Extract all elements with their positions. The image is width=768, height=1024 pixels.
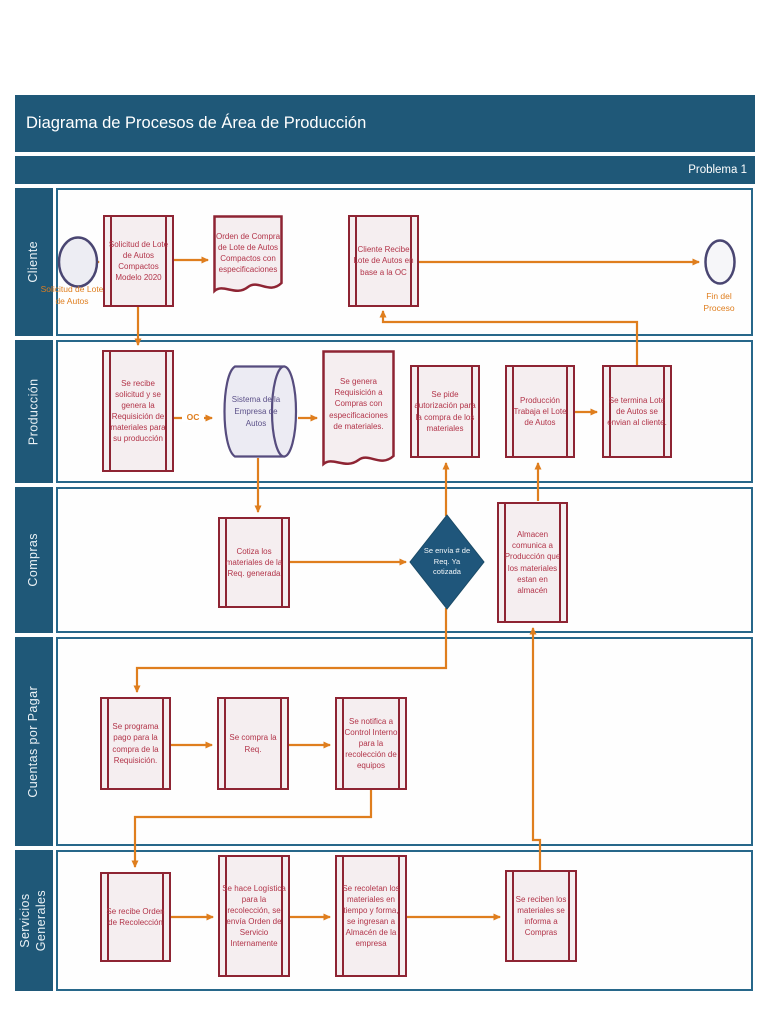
- lane-label-cuentas: Cuentas por Pagar: [26, 685, 41, 798]
- datastore-sistema-cylinder: Sistema de la Empresa de Autos: [218, 365, 298, 458]
- diagram-title: Diagrama de Procesos de Área de Producci…: [15, 95, 755, 152]
- task-solicitud-lote: Solicitud de Lote de Autos Compactos Mod…: [103, 215, 174, 307]
- task-compra-req: Se compra la Req.: [217, 697, 289, 790]
- lane-body-compras: [56, 487, 753, 633]
- lane-strip-cuentas: Cuentas por Pagar: [15, 637, 53, 846]
- lane-label-compras: Compras: [26, 533, 41, 587]
- lane-label-produccion: Producción: [26, 378, 41, 445]
- end-event-circle: [703, 238, 737, 286]
- task-produccion-trabaja: Producción Trabaja el Lote de Autos: [505, 365, 575, 458]
- task-recibe-solicitud: Se recibe solicitud y se genera la Requi…: [102, 350, 174, 472]
- task-cotiza-materiales: Cotiza los materiales de la Req. generad…: [218, 517, 290, 608]
- task-cliente-recibe: Cliente Recibe Lote de Autos en base a l…: [348, 215, 419, 307]
- task-reciben-materiales: Se reciben los materiales se informa a C…: [505, 870, 577, 962]
- oc-connector-label: OC: [182, 412, 204, 422]
- task-recolectan-materiales: Se recoletan los materiales en tiempo y …: [335, 855, 407, 977]
- task-hace-logistica: Se hace Logística para la recolección, s…: [218, 855, 290, 977]
- task-termina-lote: Se termina Lote de Autos se envian al cl…: [602, 365, 672, 458]
- lane-label-cliente: Cliente: [26, 241, 41, 283]
- task-pide-autorizacion: Se pide autorización para la compra de l…: [410, 365, 480, 458]
- task-programa-pago: Se programa pago para la compra de la Re…: [100, 697, 171, 790]
- document-orden-compra: Orden de Compra de Lote de Autos Compact…: [213, 215, 283, 299]
- lane-strip-cliente: Cliente: [15, 188, 53, 336]
- start-event-label: Solicitud de Lote de Autos: [40, 284, 104, 307]
- task-notifica-control: Se notifica a Control Interno para la re…: [335, 697, 407, 790]
- lane-strip-servicios: Servicios Generales: [15, 850, 53, 991]
- task-recibe-orden: Se recibe Orden de Recolección: [100, 872, 171, 962]
- decision-envia-req-diamond: Se envía # de Req. Ya cotizada: [408, 513, 486, 611]
- lane-strip-produccion: Producción: [15, 340, 53, 483]
- lane-label-servicios: Servicios Generales: [18, 889, 49, 952]
- end-event-label: Fin del Proceso: [703, 291, 735, 314]
- lane-strip-compras: Compras: [15, 487, 53, 633]
- document-genera-requisicion: Se genera Requisición a Compras con espe…: [322, 350, 395, 472]
- start-event-circle: [57, 236, 99, 288]
- problem-label: Problema 1: [15, 156, 755, 184]
- task-almacen-comunica: Almacen comunica a Producción que los ma…: [497, 502, 568, 623]
